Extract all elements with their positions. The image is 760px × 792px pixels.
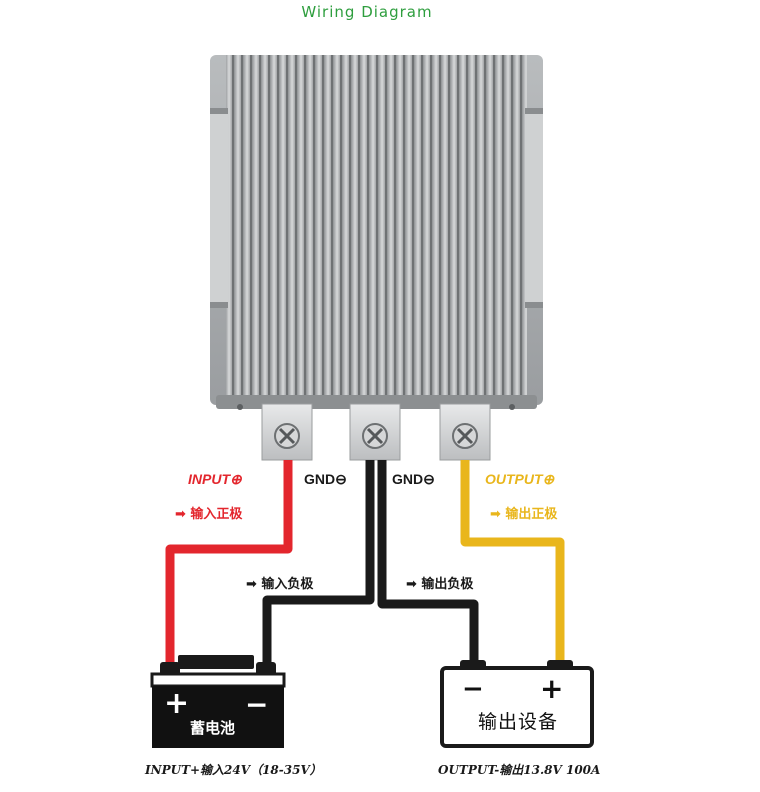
diagram-title: Wiring Diagram xyxy=(301,3,433,21)
output-negative-cn-label: ➡ 输出负极 xyxy=(406,577,474,592)
terminal-output-positive xyxy=(439,403,491,461)
output-device-minus: − xyxy=(462,674,485,704)
output-positive-label: OUTPUT⊕ xyxy=(485,471,555,487)
battery-plus: + xyxy=(164,686,190,721)
output-device xyxy=(440,660,594,748)
wire-output-positive xyxy=(460,460,565,665)
terminal-gnd xyxy=(349,403,401,461)
wire-input-negative xyxy=(262,460,375,668)
input-negative-cn-label: ➡ 输入负极 xyxy=(246,577,314,592)
gnd-label-left: GND⊖ xyxy=(304,471,347,487)
battery-minus: − xyxy=(245,688,269,721)
gnd-label-right: GND⊖ xyxy=(392,471,435,487)
wire-input-positive xyxy=(165,460,293,668)
converter-housing xyxy=(210,55,543,410)
output-device-plus: + xyxy=(540,672,565,705)
input-positive-label: INPUT⊕ xyxy=(188,471,242,487)
battery-label: 蓄电池 xyxy=(190,719,236,737)
wire-output-negative xyxy=(377,460,479,665)
terminal-input-positive xyxy=(261,403,313,461)
output-caption: OUTPUT-输出13.8V 100A xyxy=(438,763,601,777)
output-positive-cn-label: ➡ 输出正极 xyxy=(490,507,558,522)
input-caption: INPUT+输入24V（18-35V） xyxy=(145,763,322,777)
input-positive-cn-label: ➡ 输入正极 xyxy=(175,507,243,522)
output-device-label: 输出设备 xyxy=(478,711,559,733)
battery xyxy=(150,655,286,748)
